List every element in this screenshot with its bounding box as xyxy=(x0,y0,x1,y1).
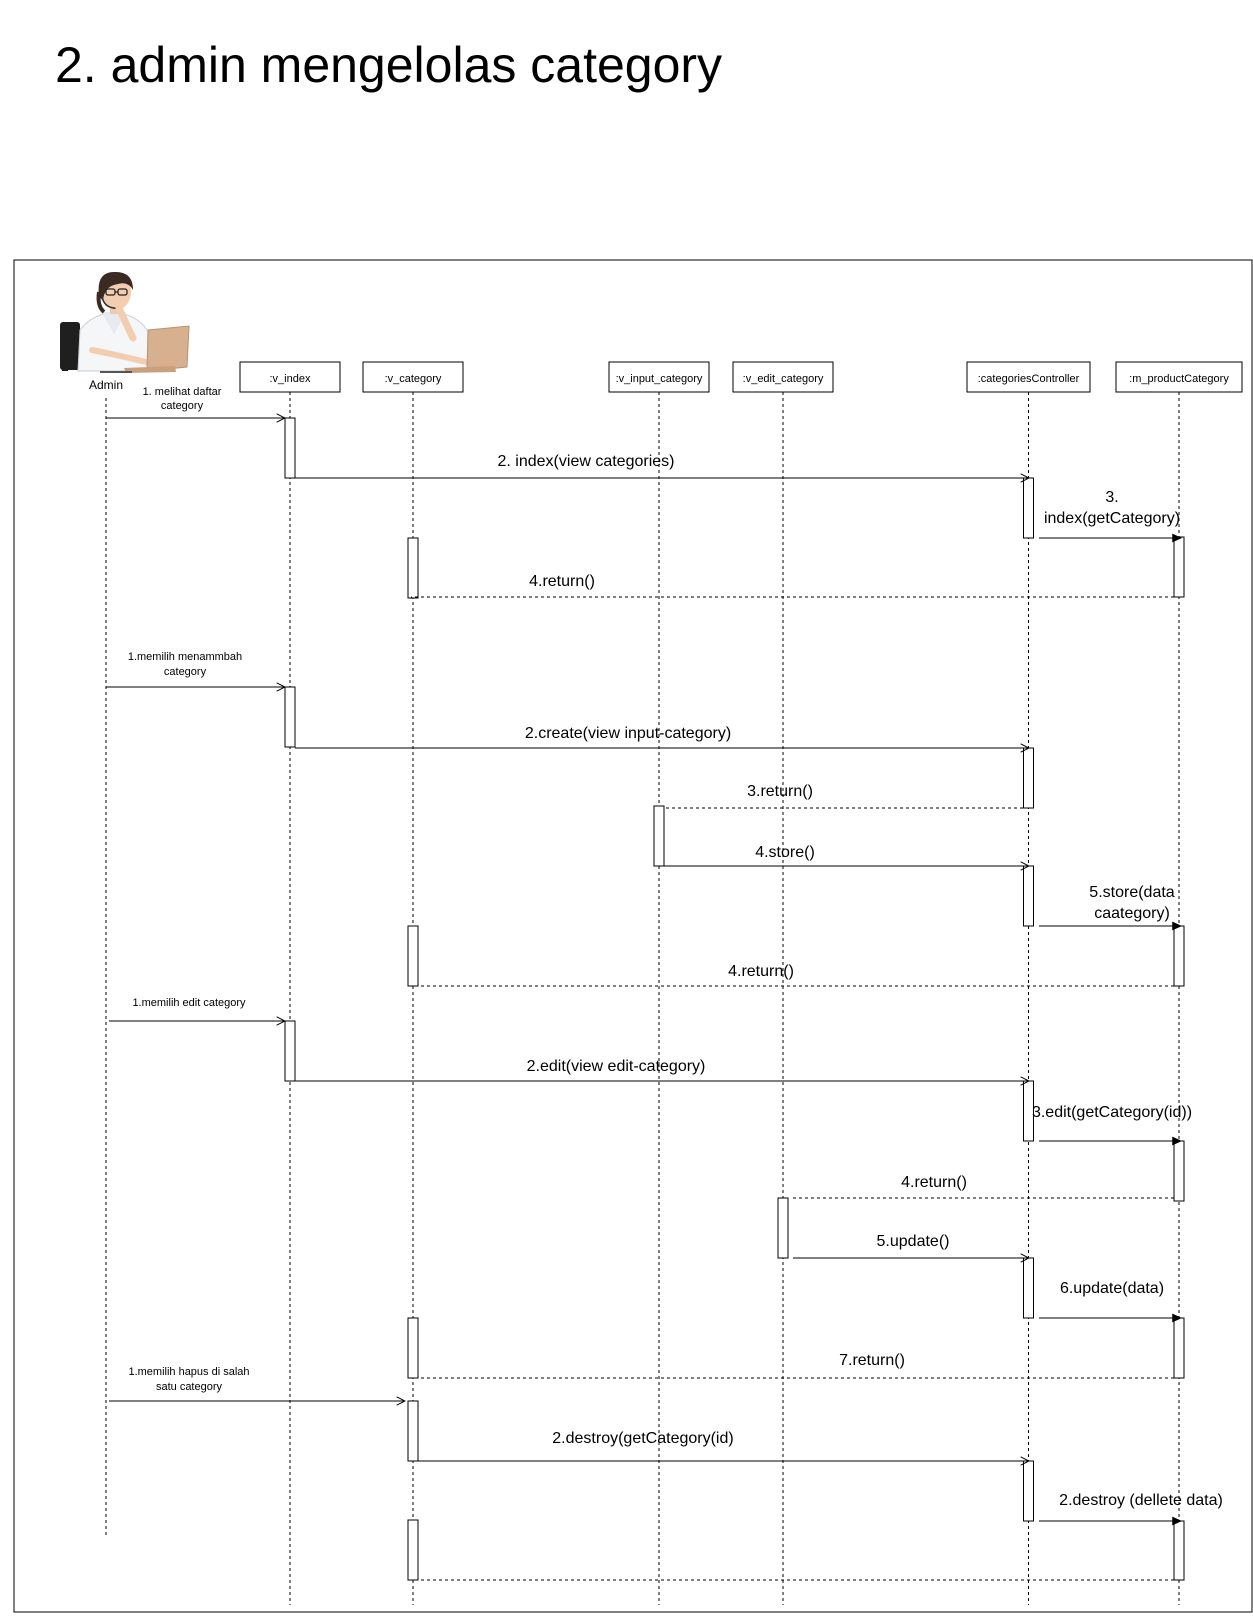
lifeline-box-v-edit-category xyxy=(732,361,834,393)
activation-bar-categoriescontroller xyxy=(1023,477,1034,539)
person-at-laptop-icon xyxy=(60,271,190,373)
message-label: 1.memilih edit category xyxy=(132,997,246,1009)
activation-bar-v-index xyxy=(284,686,296,748)
activation-bar-m-productcategory xyxy=(1173,1140,1185,1202)
diagram-frame xyxy=(13,259,1253,1613)
activation-bar-v-category xyxy=(407,1317,419,1379)
message-label: 4.return() xyxy=(901,1174,967,1191)
message-label: 4.store() xyxy=(755,844,815,861)
lifeline-box-v-category xyxy=(362,361,464,393)
activation-bar-m-productcategory xyxy=(1173,1520,1185,1581)
activation-bar-m-productcategory xyxy=(1173,1317,1185,1379)
message-label: 3.return() xyxy=(747,783,813,800)
message-label: 2.edit(view edit-category) xyxy=(527,1058,706,1075)
activation-bar-v-category xyxy=(407,925,419,987)
message-label: 2.create(view input-category) xyxy=(525,725,731,742)
activation-bar-v-index xyxy=(284,1020,296,1082)
message-label: 2.destroy(getCategory(id) xyxy=(552,1430,733,1447)
message-label: 1. melihat daftar xyxy=(143,386,222,398)
message-label: 3.edit(getCategory(id)) xyxy=(1032,1104,1192,1121)
page-title: 2. admin mengelolas category xyxy=(55,37,723,93)
activation-bar-v-category xyxy=(407,1400,419,1462)
message-label: 2.destroy (dellete data) xyxy=(1059,1492,1223,1509)
activation-bar-categoriescontroller xyxy=(1023,1460,1034,1522)
activation-bar-m-productcategory xyxy=(1173,925,1185,987)
lifeline-label-v-edit-category: :v_edit_category xyxy=(743,373,824,385)
activation-bar-v-input-category xyxy=(653,805,665,867)
activation-bar-v-index xyxy=(284,417,296,479)
message-label: 5.update() xyxy=(877,1233,950,1250)
activation-bar-m-productcategory xyxy=(1173,536,1185,598)
lifeline-label-v-input-category: :v_input_category xyxy=(616,373,703,385)
activation-bar-categoriescontroller xyxy=(1023,865,1034,927)
lifeline-box-categoriescontroller xyxy=(966,361,1091,393)
message-label: 7.return() xyxy=(839,1352,905,1369)
lifeline-label-categoriescontroller: :categoriesController xyxy=(978,373,1080,385)
lifeline-box-m-productcategory xyxy=(1115,361,1243,393)
message-label: 3. xyxy=(1105,489,1118,506)
message-label: category xyxy=(161,400,204,412)
message-label: 2. index(view categories) xyxy=(498,453,675,470)
message-label: 4.return() xyxy=(529,573,595,590)
activation-bar-v-category xyxy=(407,537,419,599)
message-label: 1.memilih menammbah xyxy=(128,651,242,663)
message-label: 4.return() xyxy=(728,963,794,980)
activation-bar-v-edit-category xyxy=(777,1197,789,1259)
message-label: 5.store(data xyxy=(1089,884,1174,901)
lifeline-label-v-category: :v_category xyxy=(385,373,442,385)
activation-bar-v-category xyxy=(407,1519,419,1581)
lifeline-label-m-productcategory: :m_productCategory xyxy=(1129,373,1229,385)
activation-bar-categoriescontroller xyxy=(1023,747,1034,809)
lifeline-box-v-index xyxy=(239,361,341,393)
actor-name: Admin xyxy=(89,378,123,392)
message-label: satu category xyxy=(156,1381,223,1393)
message-label: 6.update(data) xyxy=(1060,1280,1164,1297)
lifeline-box-v-input-category xyxy=(608,361,710,393)
activation-bar-categoriescontroller xyxy=(1023,1257,1034,1319)
lifeline-label-v-index: :v_index xyxy=(270,373,311,385)
message-label: index(getCategory) xyxy=(1044,510,1180,527)
message-label: caategory) xyxy=(1094,905,1170,922)
message-label: 1.memilih hapus di salah xyxy=(128,1366,249,1378)
message-label: category xyxy=(164,666,207,678)
